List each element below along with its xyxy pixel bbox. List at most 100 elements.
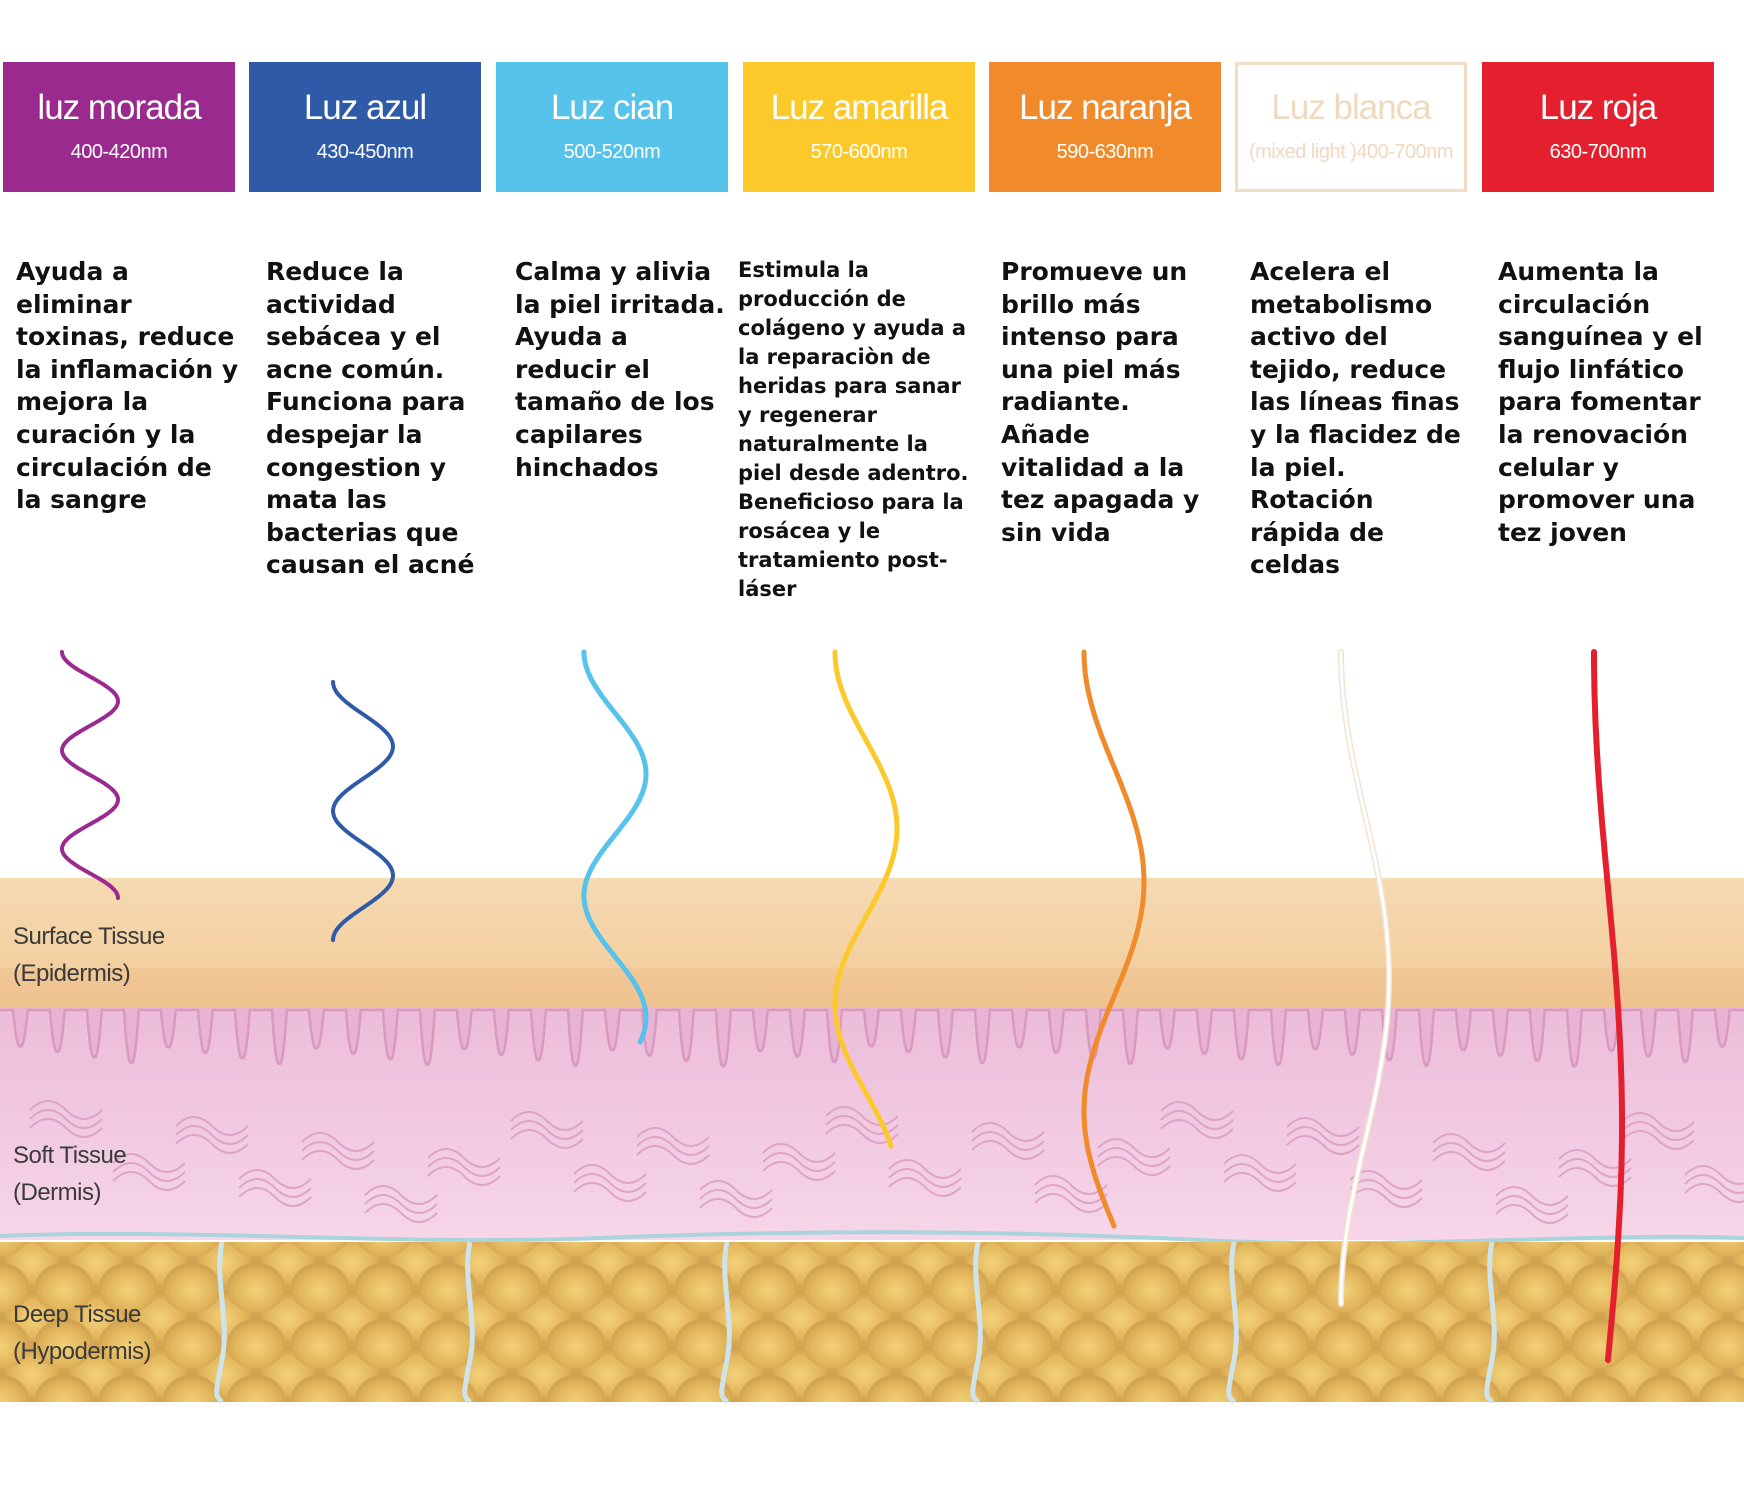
description-line: congestion y <box>266 452 447 482</box>
dermis-fiber <box>510 1120 584 1140</box>
description-line: la piel irritada. <box>515 289 725 319</box>
dermis-fiber <box>1349 1188 1423 1208</box>
description-line: Reduce la <box>266 257 404 286</box>
surface-tissue-label: Surface Tissue (Epidermis) <box>13 923 165 987</box>
wave-3 <box>581 649 649 1045</box>
dermis-fiber <box>364 1203 438 1223</box>
description-line: tamaño de los <box>515 387 715 417</box>
soft-tissue-label: Soft Tissue (Dermis) <box>13 1142 127 1206</box>
wavelength-range: 590-630nm <box>1056 141 1154 163</box>
septum <box>214 1241 227 1404</box>
dermis-fiber <box>1160 1101 1234 1121</box>
dermis-fiber <box>175 1125 249 1145</box>
description-line: la inflamación y <box>16 354 239 384</box>
light-name: Luz blanca <box>1271 88 1431 127</box>
description-line: capilares <box>515 419 643 449</box>
dermis-fiber <box>573 1182 647 1202</box>
description-line: intenso para <box>1001 322 1179 352</box>
dermis-fiber <box>112 1153 186 1173</box>
description-line: circulación <box>1498 289 1651 319</box>
dermis-fiber <box>29 1100 103 1120</box>
dermis-fiber <box>1286 1135 1360 1155</box>
wave-7 <box>1591 649 1625 1363</box>
dermis-fiber <box>762 1143 836 1163</box>
dermis-fiber <box>636 1145 710 1165</box>
dermis-fiber <box>364 1194 438 1214</box>
dermis-fiber <box>112 1171 186 1191</box>
description-line: para fomentar <box>1498 387 1701 417</box>
dermis-fiber <box>1495 1186 1569 1206</box>
dermis-fiber <box>427 1157 501 1177</box>
description-line: toxinas, reduce <box>16 322 235 352</box>
description-line: activo del <box>1250 322 1388 352</box>
dermis-membrane <box>0 1230 1744 1246</box>
light-name: luz morada <box>37 88 201 127</box>
dermis-fiber <box>1223 1172 1297 1192</box>
description-line: colágeno y ayuda a <box>738 316 967 340</box>
dermis-fiber <box>971 1140 1045 1160</box>
dermis-fiber <box>573 1173 647 1193</box>
description-line: sanguínea y el <box>1498 322 1703 352</box>
description-line: mata las <box>266 485 387 515</box>
dermis-fiber <box>301 1132 375 1152</box>
description-line: y regenerar <box>738 403 877 427</box>
wave-2 <box>330 680 396 942</box>
septum <box>462 1241 475 1404</box>
light-waves <box>59 649 1625 1363</box>
dermis-fiber <box>699 1198 773 1218</box>
dermis-fiber <box>699 1180 773 1200</box>
description-line: acne común. <box>266 354 445 384</box>
description-line: brillo más <box>1001 289 1141 319</box>
dermis-fiber <box>1621 1112 1695 1132</box>
description-line: las líneas finas <box>1250 387 1460 417</box>
dermis-fiber <box>301 1141 375 1161</box>
wave-4 <box>832 649 900 1149</box>
dermis-fiber <box>1097 1147 1171 1167</box>
wavelength-range: 500-520nm <box>563 141 661 163</box>
description-line: naturalmente la <box>738 432 928 456</box>
description-line: Ayuda a <box>515 322 628 352</box>
septum <box>1484 1241 1497 1404</box>
dermis-fiber <box>1097 1138 1171 1158</box>
description-line: eliminar <box>16 289 132 319</box>
description-line: despejar la <box>266 419 423 449</box>
dermis-fiber <box>1495 1204 1569 1224</box>
dermis-fiber <box>1621 1121 1695 1141</box>
light-name: Luz azul <box>303 88 427 127</box>
dermis-fiber <box>29 1109 103 1129</box>
description-line: causan el acné <box>266 550 475 580</box>
dermis-fiber <box>1349 1179 1423 1199</box>
description-line: celdas <box>1250 550 1340 580</box>
description-line: vitalidad a la <box>1001 452 1185 482</box>
dermis-fiber <box>301 1150 375 1170</box>
description-line: Rotación <box>1250 485 1374 515</box>
dermis-fiber <box>573 1164 647 1184</box>
dermis-fiber <box>1621 1130 1695 1150</box>
dermis-fiber <box>1495 1195 1569 1215</box>
description-line: mejora la <box>16 387 149 417</box>
dermis-fiber <box>825 1106 899 1126</box>
wavelength-range: 630-700nm <box>1549 141 1647 163</box>
description-line: tez joven <box>1498 517 1627 547</box>
hypodermis-layer <box>0 1242 1744 1402</box>
description-line: piel desde adentro. <box>738 461 969 485</box>
description-line: tez apagada y <box>1001 485 1200 515</box>
description-line: curación y la <box>16 419 196 449</box>
description-line: Ayuda a <box>16 257 129 286</box>
description-line: circulación de <box>16 452 212 482</box>
description-line: rosácea y le <box>738 519 881 543</box>
dermis-fiber <box>1684 1183 1744 1203</box>
dermis-fiber <box>1432 1133 1506 1153</box>
header-box-6: Luz blanca(mixed light )400-700nm <box>1235 62 1467 192</box>
dermis-fibers <box>29 1100 1744 1224</box>
light-name: Luz roja <box>1539 88 1658 127</box>
dermis-fiber <box>1160 1119 1234 1139</box>
dermis-fiber <box>175 1116 249 1136</box>
